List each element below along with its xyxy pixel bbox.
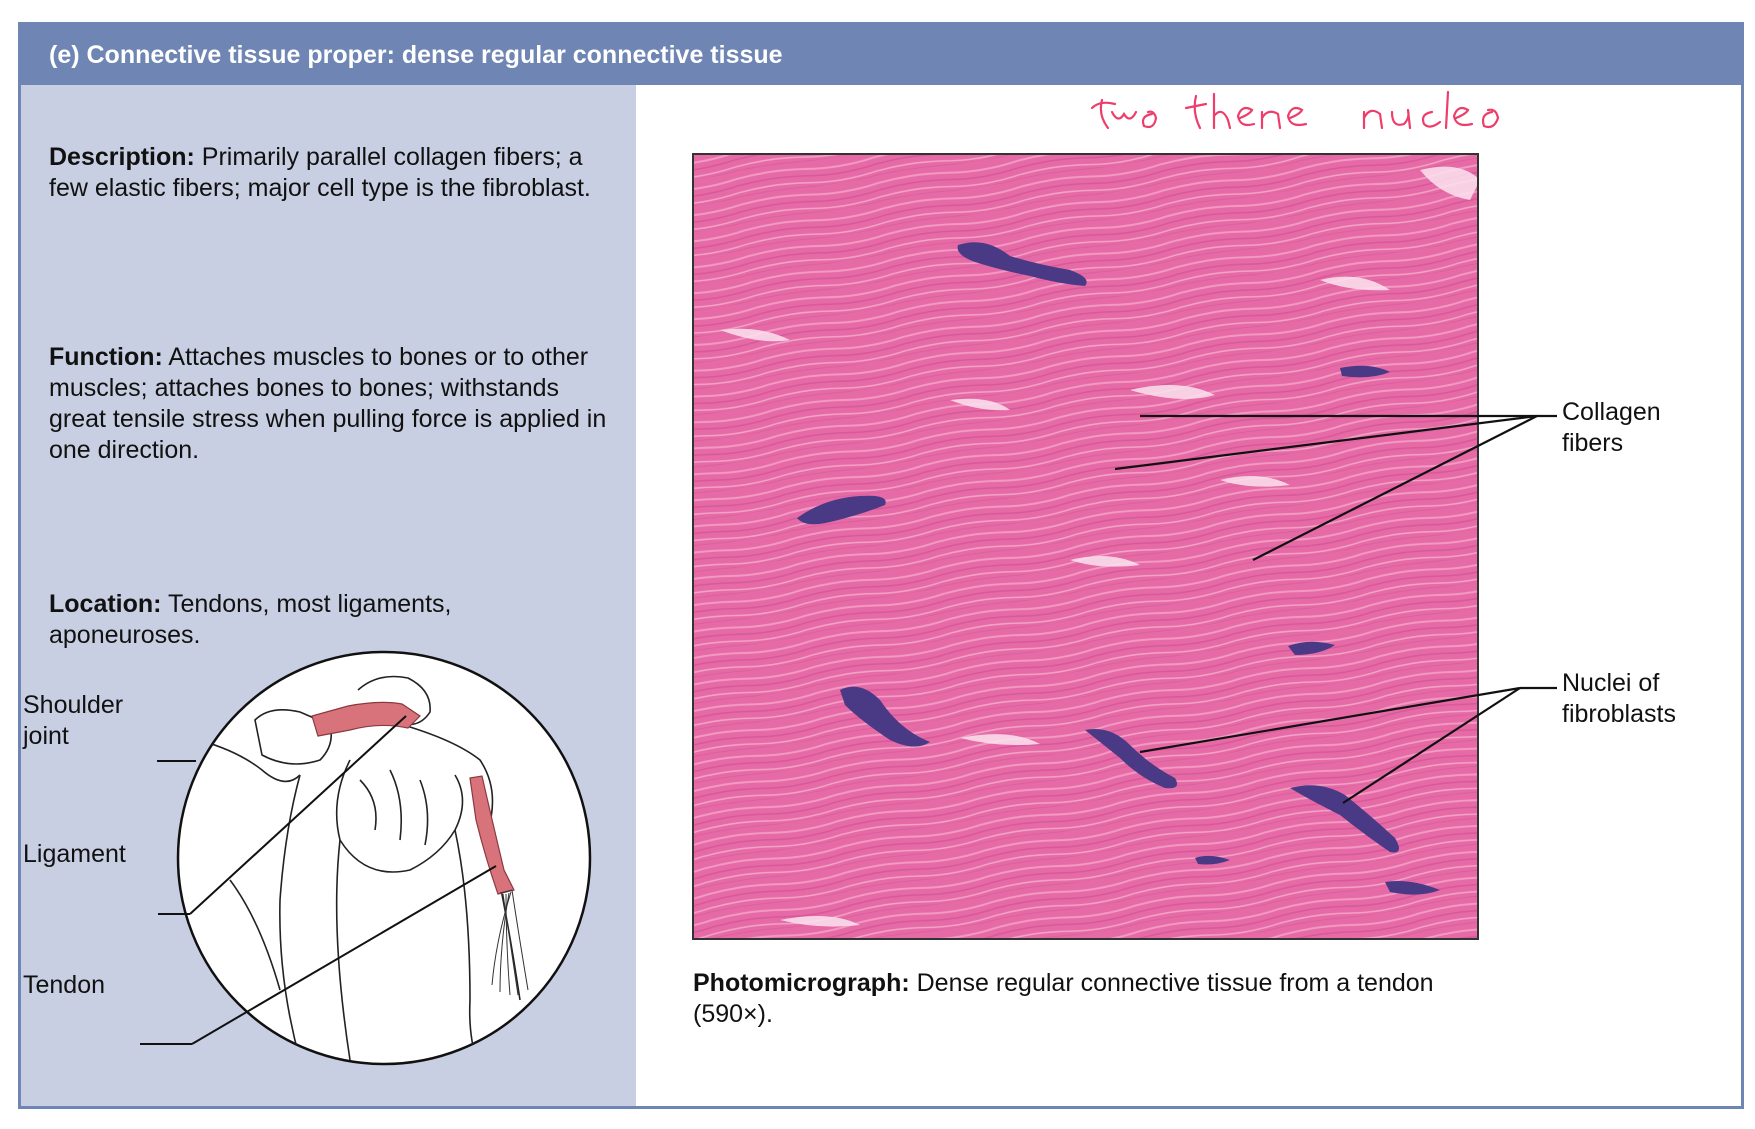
ligament-leader-line bbox=[189, 715, 407, 915]
joint-capsule-outline bbox=[335, 759, 464, 873]
collagen-label-line1: Collagen bbox=[1562, 398, 1661, 426]
diagram-circle bbox=[176, 650, 592, 1066]
tendon-shape bbox=[469, 775, 515, 895]
nuclei-label-line1: Nuclei of bbox=[1562, 669, 1660, 697]
handwritten-note bbox=[1090, 90, 1500, 130]
label-shoulder-line1: Shoulder bbox=[23, 691, 124, 719]
photomicrograph-caption: Photomicrograph: Dense regular connectiv… bbox=[693, 968, 1453, 1030]
description-label: Description: bbox=[49, 143, 195, 171]
label-tendon: Tendon bbox=[23, 971, 106, 999]
acromion-outline bbox=[254, 709, 333, 765]
collagen-label-line2: fibers bbox=[1562, 429, 1624, 457]
scapula-edge bbox=[279, 774, 301, 1061]
caption-label: Photomicrograph: bbox=[693, 969, 910, 997]
location-text: Tendons, most ligaments, aponeuroses. bbox=[49, 590, 452, 649]
fiber-gaps bbox=[720, 166, 1478, 927]
function-label: Function: bbox=[49, 343, 163, 371]
location-label: Location: bbox=[49, 590, 162, 618]
collagen-fiber-texture bbox=[693, 154, 1478, 939]
description-block: Description: Primarily parallel collagen… bbox=[49, 142, 619, 204]
tendon-leader-line bbox=[191, 865, 497, 1045]
callout-nuclei-of-fibroblasts: Nuclei of fibroblasts bbox=[1562, 668, 1742, 730]
callout-leaders bbox=[1114, 414, 1557, 804]
function-block: Function: Attaches muscles to bones or t… bbox=[49, 342, 619, 466]
shoulder-diagram bbox=[140, 650, 592, 1066]
nuclei-label-line2: fibroblasts bbox=[1562, 700, 1676, 728]
description-text: Primarily parallel collagen fibers; a fe… bbox=[49, 143, 591, 202]
callout-collagen-fibers: Collagen fibers bbox=[1562, 397, 1722, 459]
function-text: Attaches muscles to bones or to other mu… bbox=[49, 343, 607, 464]
label-shoulder-joint: Shoulder joint bbox=[23, 690, 123, 752]
capsule-folds bbox=[359, 769, 429, 846]
coracoid-outline bbox=[357, 675, 431, 726]
fibroblast-nuclei bbox=[797, 242, 1440, 895]
label-shoulder-line2: joint bbox=[23, 722, 69, 750]
collagen-leader-2 bbox=[1114, 414, 1538, 471]
photomicrograph-border bbox=[692, 153, 1479, 940]
nuclei-leader-1 bbox=[1139, 686, 1521, 754]
ligament-shape bbox=[311, 701, 421, 737]
label-ligament: Ligament bbox=[23, 840, 126, 868]
collagen-leader-3 bbox=[1252, 415, 1538, 561]
photomicrograph bbox=[692, 153, 1479, 940]
figure-header: (e) Connective tissue proper: dense regu… bbox=[21, 25, 1741, 85]
scapula-inner-edge bbox=[335, 839, 351, 1061]
nuclei-leader-2 bbox=[1342, 687, 1521, 804]
rib-line bbox=[229, 879, 281, 991]
tendon-fibers bbox=[491, 889, 529, 996]
figure-title: (e) Connective tissue proper: dense regu… bbox=[49, 41, 783, 69]
caption-text: Dense regular connective tissue from a t… bbox=[693, 969, 1434, 1028]
location-block: Location: Tendons, most ligaments, apone… bbox=[49, 589, 469, 651]
